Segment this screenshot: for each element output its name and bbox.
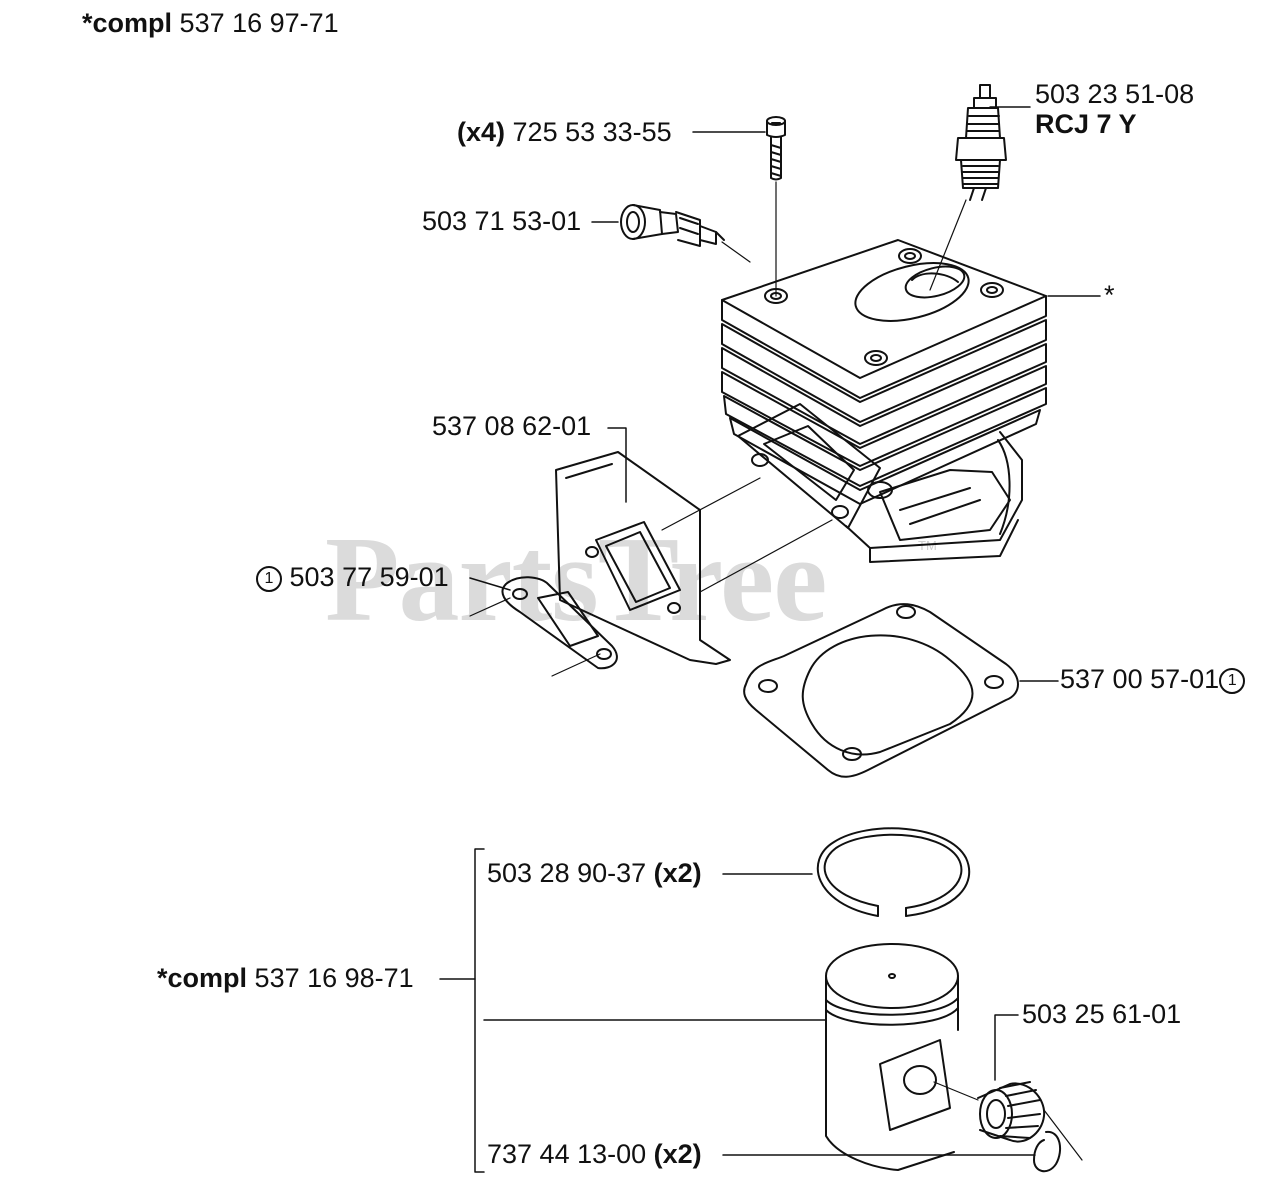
circlip-drawing bbox=[1033, 1130, 1062, 1173]
label-decomp-valve: 503 71 53-01 bbox=[422, 206, 582, 236]
label-piston-kit-number: 537 16 98-71 bbox=[254, 963, 414, 993]
label-circlip-number: 737 44 13-00 bbox=[487, 1139, 647, 1169]
label-piston-ring-number: 503 28 90-37 bbox=[487, 858, 647, 888]
marker-1-icon: 1 bbox=[256, 566, 282, 592]
decomp-valve-drawing bbox=[620, 204, 751, 263]
spark-plug-drawing bbox=[929, 84, 1007, 291]
label-piston-kit: *compl 537 16 98-71 bbox=[157, 963, 414, 993]
label-piston-ring-qty: (x2) bbox=[653, 858, 702, 888]
screw-drawing bbox=[766, 116, 786, 297]
piston-ring-drawing bbox=[816, 827, 971, 917]
label-screw-number: 725 53 33-55 bbox=[512, 117, 672, 147]
watermark: PartsTree bbox=[325, 512, 827, 647]
label-screw-qty: (x4) bbox=[457, 117, 506, 147]
label-piston-ring: 503 28 90-37 (x2) bbox=[487, 858, 702, 888]
cylinder-gasket-drawing bbox=[743, 603, 1019, 778]
label-needle-bearing: 503 25 61-01 bbox=[1022, 999, 1182, 1029]
watermark-tm: TM bbox=[918, 538, 937, 553]
label-screw: (x4) 725 53 33-55 bbox=[457, 117, 672, 147]
heat-shield-drawing bbox=[555, 451, 833, 665]
label-muffler-gasket-number: 503 77 59-01 bbox=[289, 562, 449, 592]
label-cylinder-star: * bbox=[1104, 280, 1115, 310]
marker-1-icon: 1 bbox=[1219, 668, 1246, 694]
label-spark-plug: 503 23 51-08 bbox=[1035, 79, 1195, 109]
piston-drawing bbox=[825, 943, 979, 1171]
header-title: *compl 537 16 97-71 bbox=[82, 8, 339, 38]
label-spark-plug-type: RCJ 7 Y bbox=[1035, 109, 1137, 139]
muffler-gasket-drawing bbox=[469, 576, 618, 677]
label-heat-shield: 537 08 62-01 bbox=[432, 411, 592, 441]
label-cylinder-gasket-number: 537 00 57-01 bbox=[1060, 664, 1220, 694]
label-piston-kit-prefix: *compl bbox=[157, 963, 248, 993]
label-circlip: 737 44 13-00 (x2) bbox=[487, 1139, 702, 1169]
leader-lines bbox=[439, 106, 1101, 1173]
label-muffler-gasket: 1 503 77 59-01 bbox=[256, 562, 449, 592]
header-prefix: *compl bbox=[82, 8, 173, 38]
needle-bearing-drawing bbox=[977, 1081, 1083, 1161]
cylinder-drawing bbox=[721, 239, 1047, 563]
header-number: 537 16 97-71 bbox=[179, 8, 339, 38]
label-circlip-qty: (x2) bbox=[653, 1139, 702, 1169]
